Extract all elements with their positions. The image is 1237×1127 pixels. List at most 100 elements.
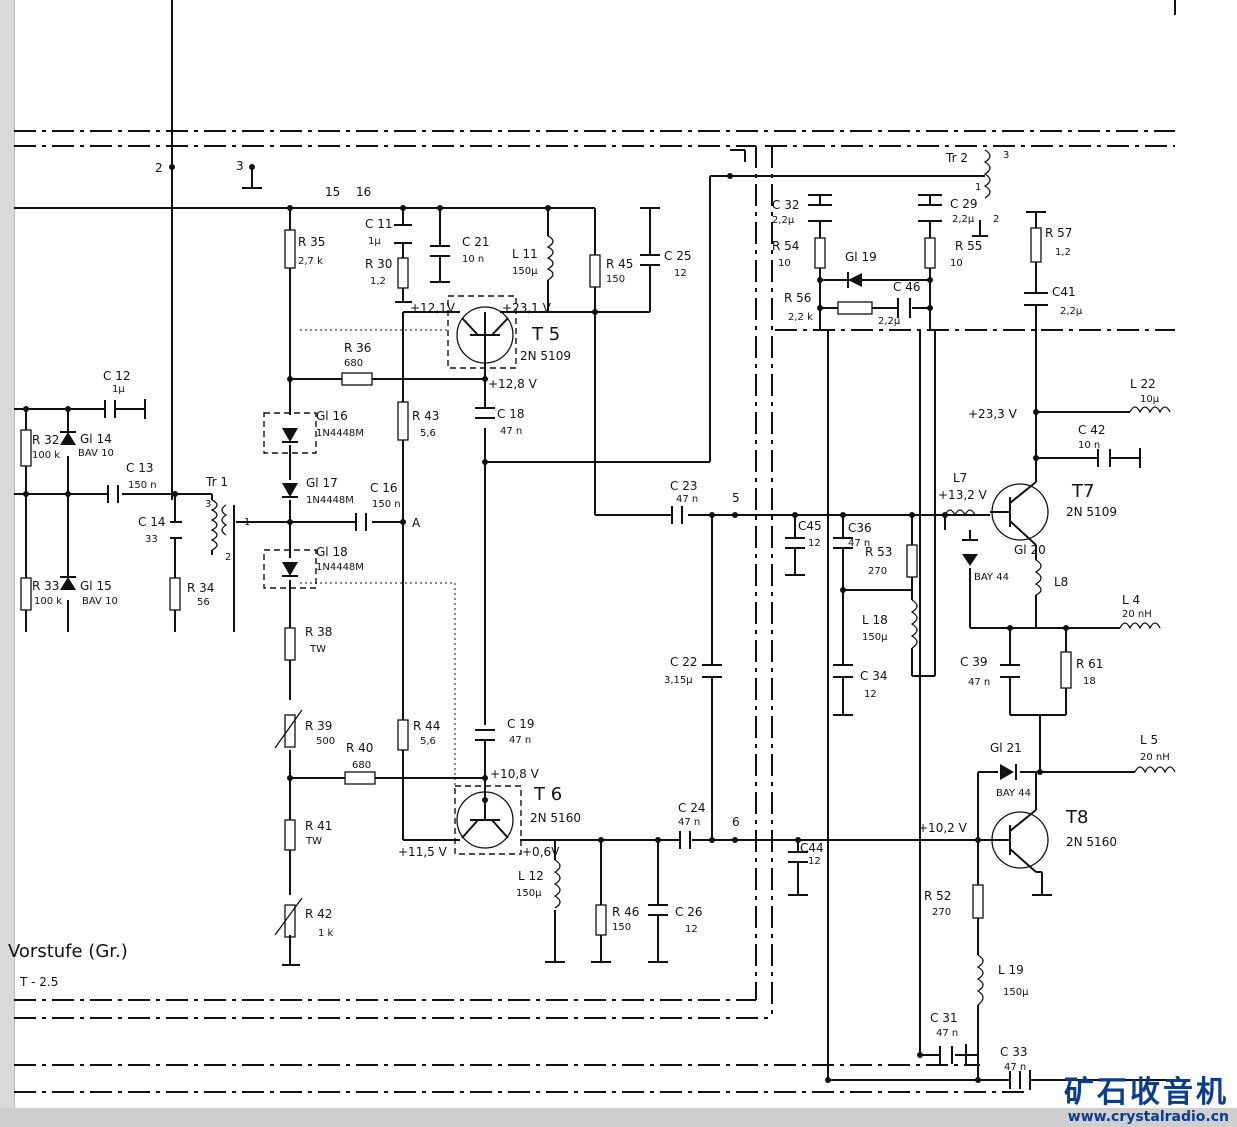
component-value: 150 <box>612 922 631 933</box>
component-ref: Gl 20 <box>1014 543 1046 557</box>
component-value: 2,2µ <box>1060 306 1083 317</box>
component-ref: C 13 <box>126 461 153 475</box>
component-value: 20 nH <box>1122 609 1152 620</box>
component-value: 150 n <box>372 499 401 510</box>
component-value: 2,2µ <box>878 316 901 327</box>
component-value: 47 n <box>936 1028 958 1039</box>
component-ref: R 33 <box>32 579 59 593</box>
component-value: 33 <box>145 534 158 545</box>
diagram-title: Vorstufe (Gr.) <box>8 941 128 962</box>
component-ref: R 44 <box>413 719 440 733</box>
component-value: 3,15µ <box>664 675 693 686</box>
component-ref: Tr 2 <box>945 151 968 165</box>
pin-number: 2 <box>993 214 999 225</box>
component-ref: C 11 <box>365 217 392 231</box>
component-ref: R 42 <box>305 907 332 921</box>
component-ref: Tr 1 <box>205 475 228 489</box>
transistor-type: 2N 5109 <box>1066 505 1117 519</box>
component-ref: R 46 <box>612 905 639 919</box>
component-ref: Gl 21 <box>990 741 1022 755</box>
component-ref: R 61 <box>1076 657 1103 671</box>
component-value: 1N4448M <box>316 428 364 439</box>
component-ref: R 35 <box>298 235 325 249</box>
component-value: 680 <box>344 358 363 369</box>
component-value: 2,2µ <box>772 215 795 226</box>
component-value: 1 k <box>318 928 334 939</box>
component-value: 1,2 <box>370 276 386 287</box>
component-value: 5,6 <box>420 428 436 439</box>
component-ref: C 29 <box>950 197 977 211</box>
voltage-label: +12,1V <box>410 301 456 315</box>
component-value: 12 <box>864 689 877 700</box>
component-value: 10 <box>950 258 963 269</box>
component-ref: R 38 <box>305 625 332 639</box>
component-value: 47 n <box>678 817 700 828</box>
component-ref: R 32 <box>32 433 59 447</box>
junction-dots <box>23 173 1069 1083</box>
component-ref: R 43 <box>412 409 439 423</box>
component-value: BAV 10 <box>82 596 118 607</box>
component-ref: C 12 <box>103 369 130 383</box>
component-ref: R 56 <box>784 291 811 305</box>
component-ref: R 36 <box>344 341 371 355</box>
component-value: 2,7 k <box>298 256 323 267</box>
component-value: 150 n <box>128 480 157 491</box>
component-value: 1N4448M <box>306 495 354 506</box>
component-ref: R 30 <box>365 257 392 271</box>
component-ref: C 21 <box>462 235 489 249</box>
component-ref: R 52 <box>924 889 951 903</box>
component-value: 10 n <box>1078 440 1100 451</box>
component-value: BAV 10 <box>78 448 114 459</box>
component-ref: R 39 <box>305 719 332 733</box>
component-ref: Gl 16 <box>316 409 348 423</box>
transistor-id: T8 <box>1065 807 1088 828</box>
voltage-label: +11,5 V <box>398 845 448 859</box>
component-value: 47 n <box>1004 1062 1026 1073</box>
voltage-label: +13,2 V <box>938 488 988 502</box>
node-label: 15 <box>325 185 340 199</box>
component-value: 12 <box>808 856 821 867</box>
transistor-type: 2N 5160 <box>1066 835 1117 849</box>
component-value: 12 <box>674 268 687 279</box>
component-value: 2,2 k <box>788 312 813 323</box>
node-label: 5 <box>732 491 740 505</box>
component-value: TW <box>309 644 326 655</box>
component-value: 12 <box>808 538 821 549</box>
component-ref: L 4 <box>1122 593 1140 607</box>
component-ref: C 42 <box>1078 423 1105 437</box>
component-ref: C36 <box>848 521 872 535</box>
component-value: 270 <box>868 566 887 577</box>
pin-number: 3 <box>205 499 211 510</box>
component-value: TW <box>305 836 322 847</box>
component-ref: Gl 18 <box>316 545 348 559</box>
voltage-labels: +12,1V+23,1 V+12,8 V+10,8 V+11,5 V+0,6V+… <box>398 301 1018 859</box>
voltage-label: +12,8 V <box>488 377 538 391</box>
component-value: 47 n <box>500 426 522 437</box>
component-ref: L 18 <box>862 613 888 627</box>
transistor-id: T7 <box>1071 481 1094 502</box>
component-ref: C 46 <box>893 280 920 294</box>
watermark: 矿石收音机 www.crystalradio.cn <box>1064 1075 1229 1126</box>
transistor-id: T 5 <box>531 324 560 345</box>
voltage-label: +10,2 V <box>918 821 968 835</box>
diagram-ref: T - 2.5 <box>19 975 58 989</box>
component-ref: L 22 <box>1130 377 1156 391</box>
voltage-label: +23,3 V <box>968 407 1018 421</box>
voltage-label: +0,6V <box>522 845 560 859</box>
component-ref: R 41 <box>305 819 332 833</box>
component-value: 12 <box>685 924 698 935</box>
component-ref: Gl 19 <box>845 250 877 264</box>
node-label: A <box>412 516 421 530</box>
component-ref: L7 <box>953 471 967 485</box>
component-ref: C 19 <box>507 717 534 731</box>
component-ref: Gl 14 <box>80 432 112 446</box>
wires <box>14 0 1175 1081</box>
component-value: 47 n <box>676 494 698 505</box>
watermark-title: 矿石收音机 <box>1064 1075 1229 1110</box>
component-value: 100 k <box>34 596 62 607</box>
node-label: 16 <box>356 185 371 199</box>
component-ref: C 39 <box>960 655 987 669</box>
